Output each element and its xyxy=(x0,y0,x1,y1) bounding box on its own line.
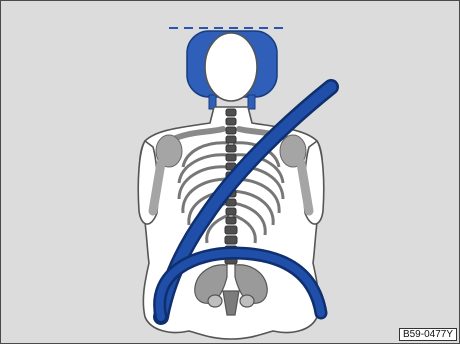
figure-code-label: B59-0477Y xyxy=(399,328,457,341)
